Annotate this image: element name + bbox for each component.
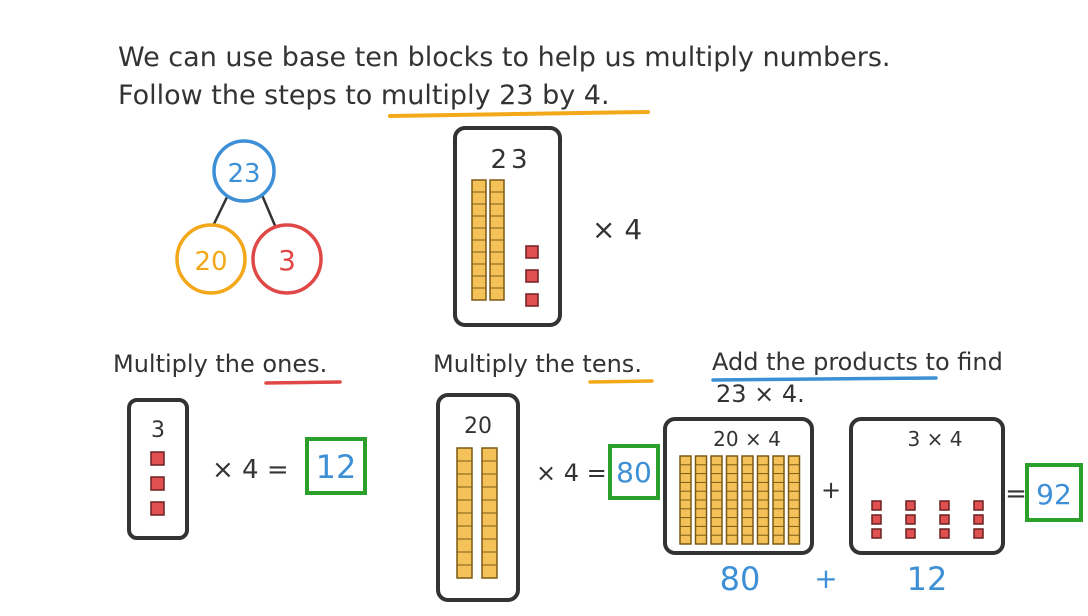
ones-cube-block <box>525 269 539 283</box>
ones-cube-block <box>871 500 882 511</box>
ones-cube-block <box>905 528 916 539</box>
bond-ones-value: 3 <box>278 244 296 277</box>
ones-cube-block <box>525 245 539 259</box>
tens-rod-block <box>471 179 487 301</box>
tens-label: 20 <box>464 414 492 439</box>
ones-cube-block <box>905 514 916 525</box>
add-heading: Add the products to find <box>712 348 1003 376</box>
tens-rod-block <box>787 455 801 545</box>
bond-tens-circle <box>175 223 247 295</box>
add-result: 92 <box>1036 478 1072 511</box>
tens-result: 80 <box>616 456 652 489</box>
bond-tens-value: 20 <box>194 247 227 277</box>
ones-cube-block <box>150 501 165 516</box>
model-multiplier: × 4 <box>592 213 642 246</box>
product-tens-label: 20 × 4 <box>713 427 781 451</box>
intro-line1: We can use base ten blocks to help us mu… <box>118 42 891 73</box>
add-heading-line2: 23 × 4. <box>716 380 805 408</box>
ones-cube-block <box>150 451 165 466</box>
tens-result-box <box>608 444 660 500</box>
tens-rod-block <box>694 455 708 545</box>
number-bond: 23 20 3 <box>175 139 323 295</box>
add-result-box <box>1025 463 1083 522</box>
ones-operation: × 4 = <box>212 455 289 485</box>
intro-line2: Follow the steps to multiply 23 by 4. <box>118 80 610 111</box>
product-tens-rods <box>679 455 801 545</box>
ones-cube-block <box>973 514 984 525</box>
ones-box <box>127 398 189 540</box>
bond-ones-circle <box>251 223 323 295</box>
ones-cube-block <box>973 500 984 511</box>
ones-cube-block <box>939 514 950 525</box>
tens-rod-block <box>725 455 739 545</box>
tens-rod-block <box>710 455 723 545</box>
sum-right-value: 12 <box>907 560 948 598</box>
ones-highlight-underline <box>264 380 342 385</box>
tens-rod-block <box>679 455 692 545</box>
tens-rod-block <box>741 455 754 545</box>
ones-result: 12 <box>316 448 357 486</box>
product-ones-label: 3 × 4 <box>908 427 963 451</box>
add-equals-sign: = <box>1005 479 1027 509</box>
ones-cube-block <box>905 500 916 511</box>
bond-whole-circle <box>212 139 276 203</box>
tens-rods <box>456 447 498 579</box>
ones-cube-block <box>525 293 539 307</box>
add-highlight-underline <box>711 376 938 382</box>
tens-highlight-underline <box>588 379 654 384</box>
ones-cube-block <box>973 528 984 539</box>
bond-whole-value: 23 <box>227 159 260 189</box>
ones-cube-block <box>939 500 950 511</box>
model-blocks <box>471 179 539 307</box>
ones-result-box <box>305 437 367 495</box>
tens-heading: Multiply the tens. <box>433 350 642 378</box>
tens-rod-block <box>456 447 473 579</box>
tens-rod-block <box>772 455 785 545</box>
sum-left-value: 80 <box>720 560 761 598</box>
sum-plus-sign: + <box>814 562 837 595</box>
model-label: 23 <box>490 145 531 175</box>
tens-operation: × 4 = <box>536 459 607 487</box>
product-ones-cubes <box>871 500 984 539</box>
ones-cubes <box>150 451 165 516</box>
ones-cube-block <box>871 528 882 539</box>
tens-rod-block <box>756 455 770 545</box>
ones-cube-block <box>871 514 882 525</box>
tens-rod-block <box>489 179 505 301</box>
ones-cube-block <box>150 476 165 491</box>
ones-heading: Multiply the ones. <box>113 350 327 378</box>
product-ones-box <box>849 417 1005 555</box>
tens-rod-block <box>481 447 498 579</box>
ones-label: 3 <box>151 418 165 443</box>
product-plus-sign: + <box>821 476 841 504</box>
intro-highlight-underline <box>388 110 650 118</box>
ones-cube-block <box>939 528 950 539</box>
